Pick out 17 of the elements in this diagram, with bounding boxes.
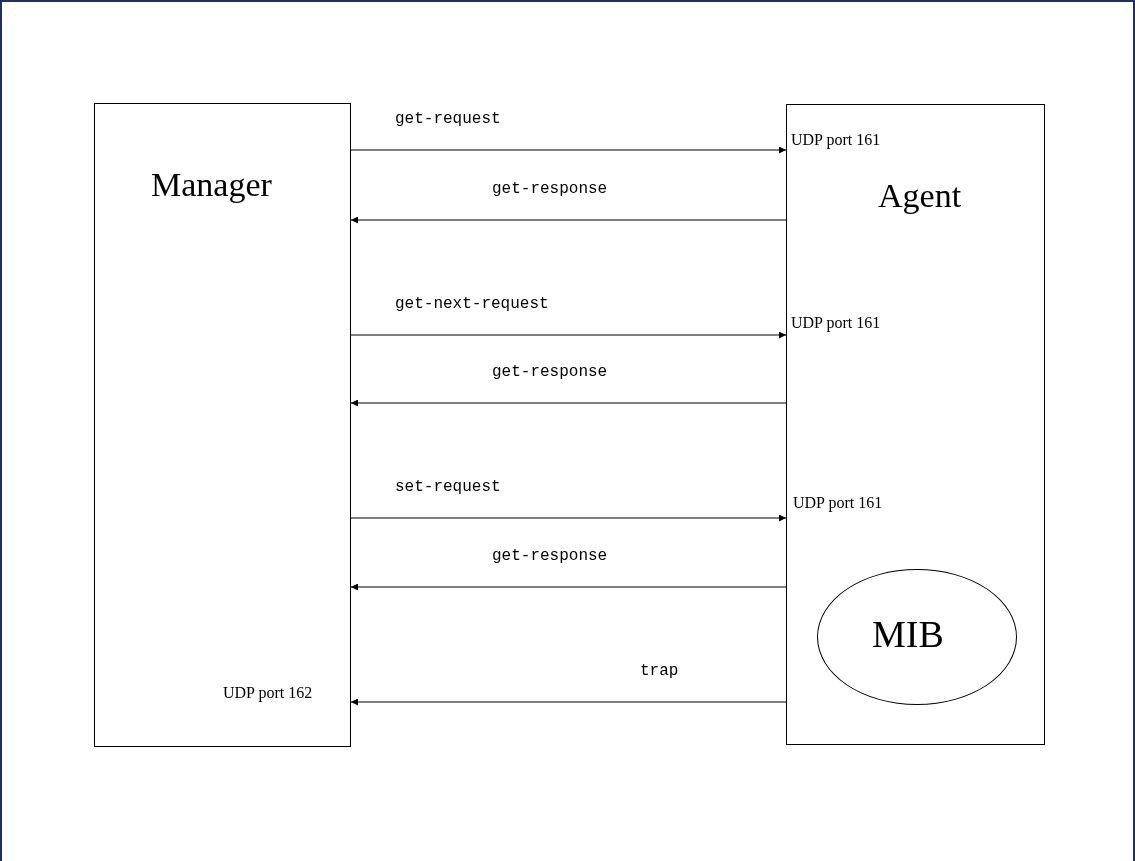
arrow [350, 514, 787, 522]
node-title: MIB [872, 612, 944, 656]
node-title: Agent [878, 177, 962, 215]
arrow [350, 146, 787, 154]
manager-box [94, 103, 351, 747]
arrow [350, 216, 787, 224]
arrow [350, 698, 787, 706]
port-label: UDP port 162 [223, 684, 313, 702]
arrow [350, 583, 787, 591]
node-title: Manager [151, 166, 272, 204]
arrow [350, 399, 787, 407]
arrow [350, 331, 787, 339]
agent-box [786, 104, 1045, 745]
port-label: UDP port 161 [791, 314, 881, 332]
port-label: UDP port 161 [791, 131, 881, 149]
port-label: UDP port 161 [793, 494, 883, 512]
edge-label: trap [638, 662, 681, 680]
